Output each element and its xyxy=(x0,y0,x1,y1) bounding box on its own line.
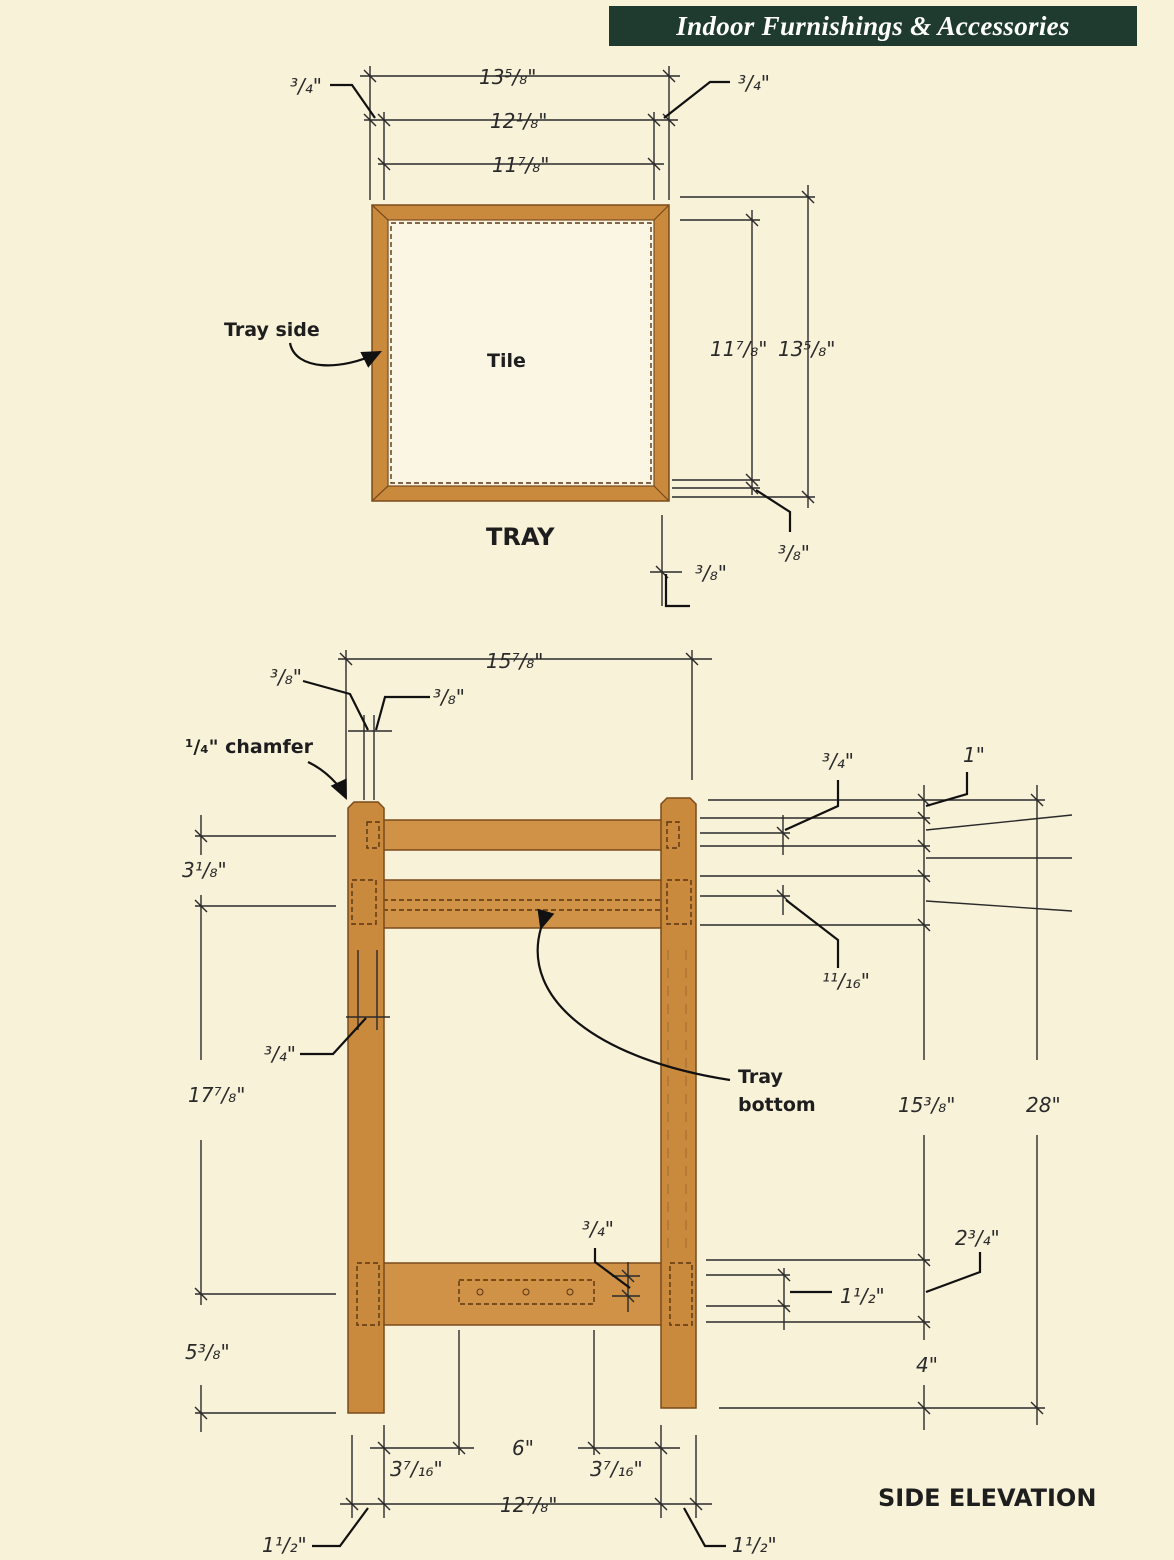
dim-bottom-right-height: 4" xyxy=(916,1353,938,1377)
section-header: Indoor Furnishings & Accessories xyxy=(609,6,1137,46)
dim-tray-inner-width: 11⁷/₈" xyxy=(492,153,549,177)
dim-overall-height: 28" xyxy=(1026,1093,1061,1117)
tile-outline xyxy=(390,222,652,484)
tray-title: TRAY xyxy=(486,523,555,551)
dim-top-left-height: 3¹/₈" xyxy=(182,858,227,882)
label-tray-side: Tray side xyxy=(224,319,320,341)
dim-tray-right-side: ³/₄" xyxy=(738,71,770,95)
dim-leg-left: 1¹/₂" xyxy=(262,1533,307,1557)
left-leg xyxy=(347,801,385,1414)
tray-dimension-lines xyxy=(288,66,815,608)
dim-center-span: 6" xyxy=(512,1436,534,1460)
dim-right-middle-height: 15³/₈" xyxy=(898,1093,955,1117)
dim-chamfer-left: ³/₈" xyxy=(270,665,302,689)
tray-bottom-rail xyxy=(382,879,666,929)
dim-inner-width: 12⁷/₈" xyxy=(500,1493,557,1517)
label-tray-bottom-line2: bottom xyxy=(738,1094,816,1116)
dim-stretcher-top: 2³/₄" xyxy=(955,1226,1000,1250)
tray-drawing xyxy=(371,204,670,502)
dim-rail-thickness: ¹¹/₁₆" xyxy=(822,969,870,993)
dim-tray-outer-depth: 13⁵/₈" xyxy=(778,337,835,361)
side-elevation-title: SIDE ELEVATION xyxy=(878,1484,1096,1512)
label-chamfer: ¹/₄" chamfer xyxy=(185,736,314,758)
side-dimension-lines xyxy=(194,650,1073,1548)
dim-tray-inner-depth: 11⁷/₈" xyxy=(710,337,767,361)
label-tile: Tile xyxy=(487,350,526,372)
dim-top-rail-gap: ³/₄" xyxy=(822,749,854,773)
dim-bottom-left-height: 5³/₈" xyxy=(185,1340,230,1364)
dim-leg-spacing-right: 3⁷/₁₆" xyxy=(590,1457,643,1481)
dim-stretcher-height: 1¹/₂" xyxy=(840,1284,885,1308)
dim-chamfer-right: ³/₈" xyxy=(433,685,465,709)
dim-tray-outer-width: 13⁵/₈" xyxy=(479,65,536,89)
dim-tray-middle-width: 12¹/₈" xyxy=(490,109,547,133)
dim-tray-corner-offset: ³/₈" xyxy=(695,561,727,585)
dim-leg-right: 1¹/₂" xyxy=(732,1533,777,1557)
dim-stretcher-offset: ³/₄" xyxy=(582,1217,614,1241)
dim-overall-width: 15⁷/₈" xyxy=(486,649,543,673)
label-tray-bottom-line1: Tray xyxy=(738,1066,783,1088)
dim-middle-height: 17⁷/₈" xyxy=(188,1083,245,1107)
dim-tray-bottom-offset: ³/₈" xyxy=(778,541,810,565)
dim-leg-spacing-left: 3⁷/₁₆" xyxy=(390,1457,443,1481)
dim-tray-left-side: ³/₄" xyxy=(290,74,322,98)
dim-leg-offset: ³/₄" xyxy=(264,1042,296,1066)
dim-top-right: 1" xyxy=(963,743,985,767)
side-elevation-drawing xyxy=(347,797,697,1414)
top-rail xyxy=(382,819,666,851)
right-leg xyxy=(660,797,697,1409)
tray-opening xyxy=(387,219,655,487)
